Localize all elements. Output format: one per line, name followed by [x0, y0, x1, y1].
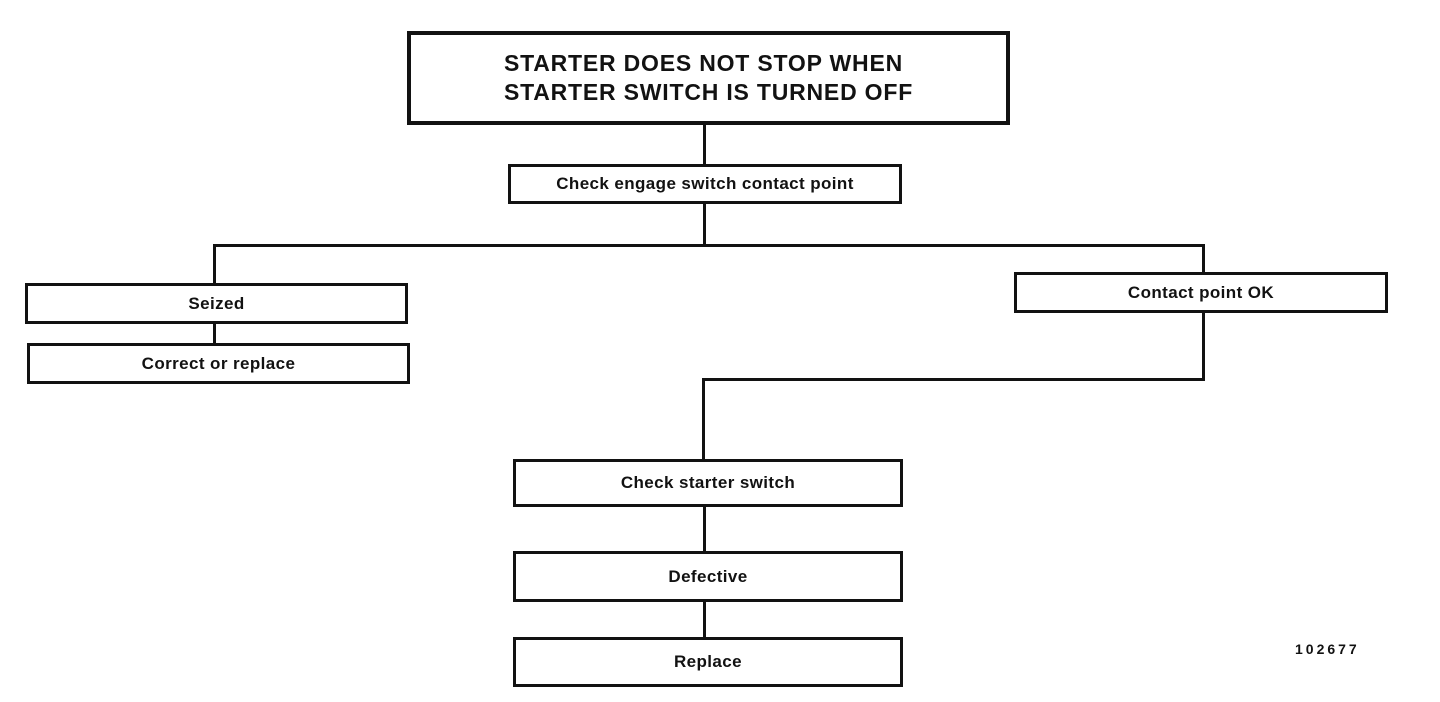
connector-check-starter-to-defective: [703, 507, 706, 551]
replace-label: Replace: [673, 652, 742, 671]
problem-title-label: STARTER DOES NOT STOP WHEN STARTER SWITC…: [503, 49, 914, 105]
connector-contact-point-ok-down: [1202, 313, 1205, 381]
connector-seized-to-correct-or-replace: [213, 324, 216, 343]
defective-label: Defective: [668, 566, 748, 586]
node-seized: Seized: [25, 283, 408, 324]
check-starter-switch-label: Check starter switch: [620, 473, 796, 492]
node-check-engage-switch-contact-point: Check engage switch contact point: [508, 164, 902, 204]
node-correct-or-replace: Correct or replace: [27, 343, 410, 384]
node-contact-point-ok: Contact point OK: [1014, 272, 1388, 313]
connector-check-engage-to-branch: [703, 204, 706, 247]
check-engage-label: Check engage switch contact point: [556, 174, 854, 193]
node-problem-title: STARTER DOES NOT STOP WHEN STARTER SWITC…: [407, 31, 1010, 125]
node-defective: Defective: [513, 551, 903, 602]
connector-branch-to-seized: [213, 247, 216, 283]
connector-defective-to-replace: [703, 602, 706, 637]
connector-branch-horizontal: [213, 244, 1205, 247]
seized-label: Seized: [188, 293, 245, 313]
connector-branch-to-contact-point-ok: [1202, 247, 1205, 272]
figure-number: 102677: [1295, 641, 1360, 657]
node-replace: Replace: [513, 637, 903, 687]
connector-middle-horizontal: [702, 378, 1205, 381]
correct-or-replace-label: Correct or replace: [141, 353, 296, 373]
contact-point-ok-label: Contact point OK: [1127, 282, 1275, 302]
connector-title-to-check-engage: [703, 125, 706, 164]
connector-down-to-check-starter-switch: [702, 381, 705, 459]
node-check-starter-switch: Check starter switch: [513, 459, 903, 507]
